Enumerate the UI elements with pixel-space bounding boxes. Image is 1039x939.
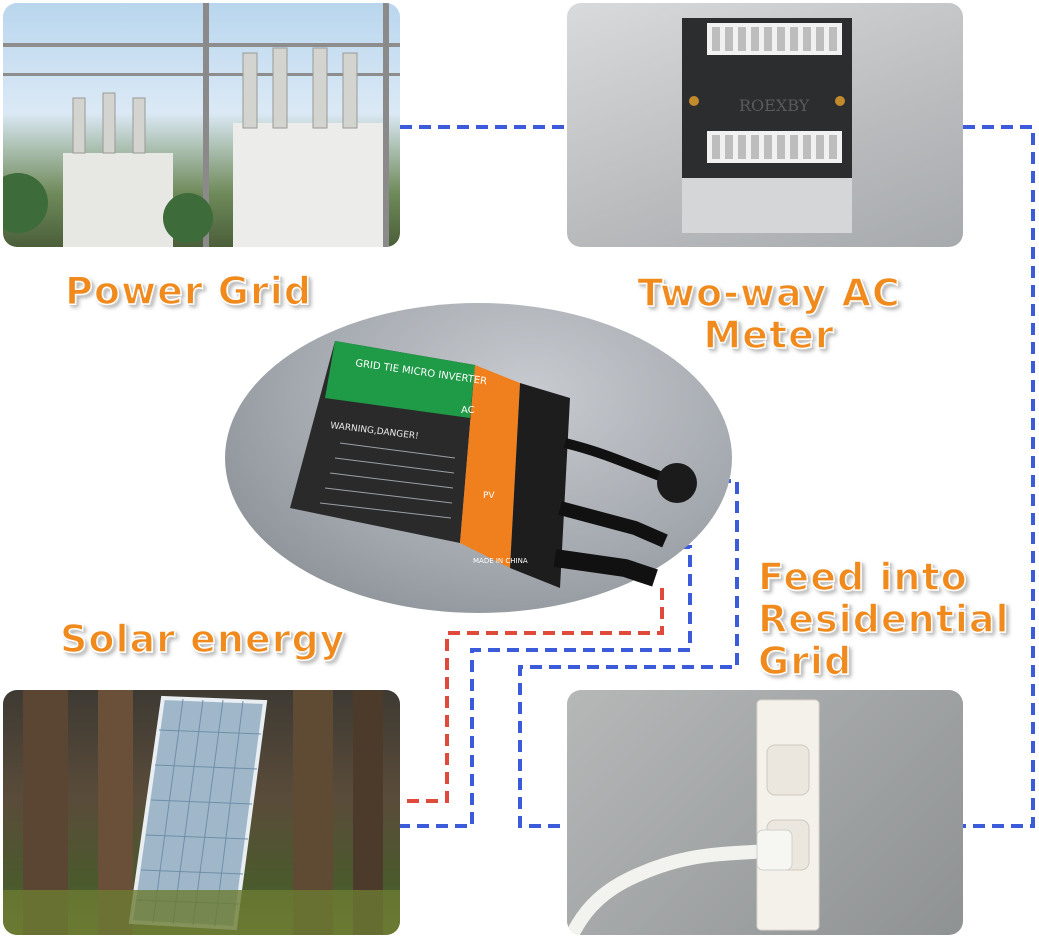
pv-label: PV	[483, 491, 495, 501]
power-grid-label: Power Grid	[64, 269, 312, 313]
solar-panel-photo	[3, 690, 400, 935]
outlet-illustration	[567, 699, 820, 935]
meter-brand-text: ROEXBY	[739, 96, 810, 115]
solar-energy-label: Solar energy	[59, 617, 346, 661]
line-meter-to-outlet	[963, 125, 1035, 828]
ac-meter-label: Two-way AC Meter	[636, 271, 901, 357]
wall-outlet-photo	[567, 690, 963, 935]
micro-inverter-photo: GRID TIE MICRO INVERTER WARNING,DANGER! …	[225, 303, 732, 613]
made-in-label: MADE IN CHINA	[473, 557, 528, 565]
power-grid-photo	[3, 3, 400, 247]
substation-illustration	[3, 3, 400, 247]
inverter-illustration: GRID TIE MICRO INVERTER WARNING,DANGER! …	[290, 341, 697, 588]
meter-illustration: ROEXBY	[682, 18, 852, 233]
line-ac-to-outlet	[518, 479, 739, 828]
solar-illustration	[3, 690, 400, 935]
feed-residential-grid-label: Feed into Residential Grid	[757, 555, 1010, 683]
terminal-ac-label: AC	[461, 405, 475, 416]
ac-meter-photo: ROEXBY	[567, 3, 963, 247]
line-dc-plus-to-solar	[400, 588, 664, 803]
